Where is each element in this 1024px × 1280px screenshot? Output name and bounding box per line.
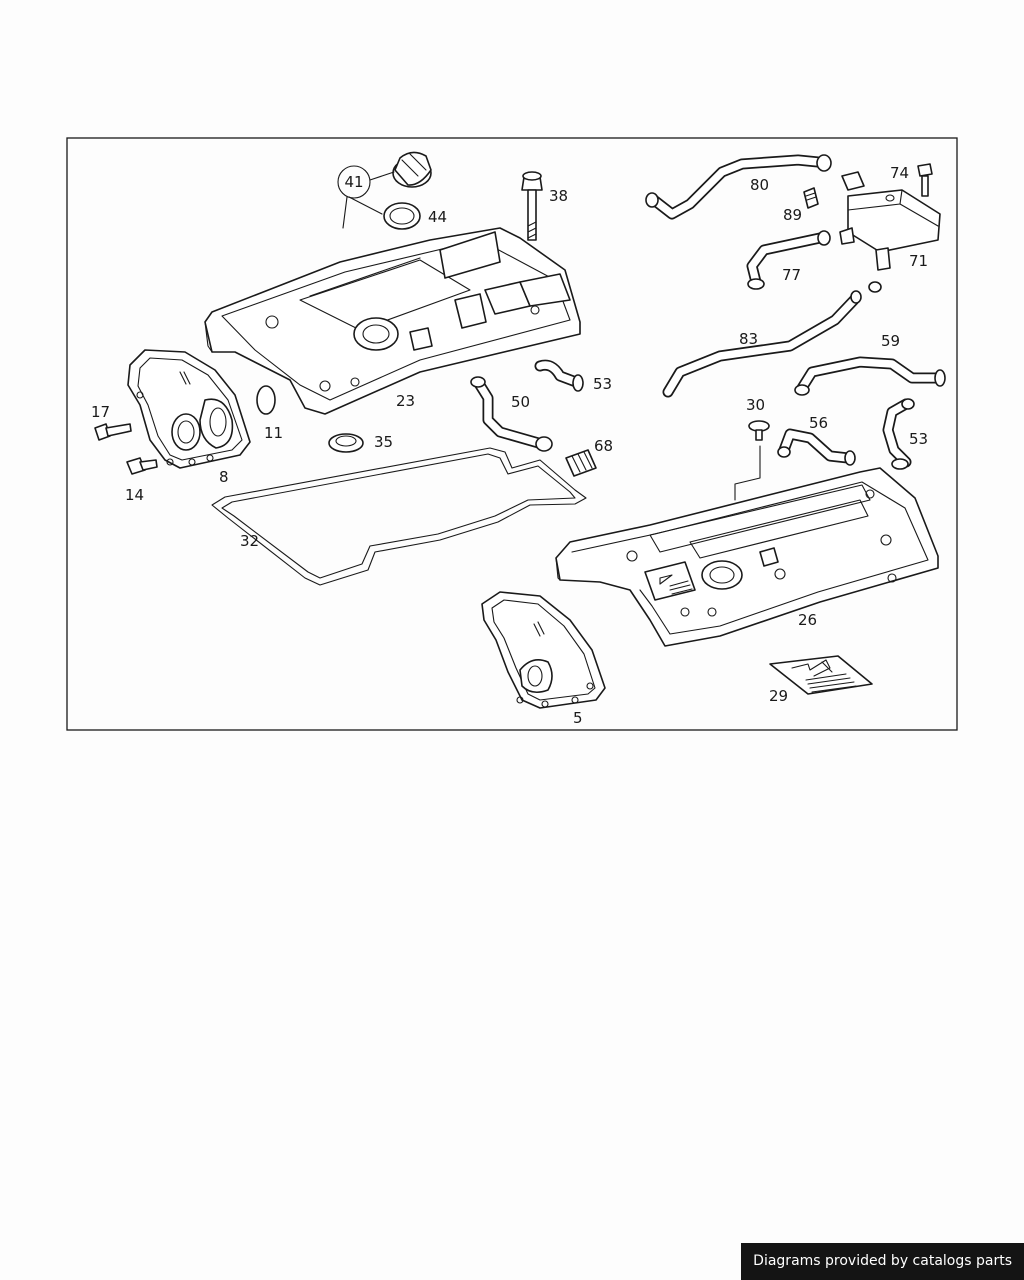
parts-diagram: 41 44 38 80 74 89 77 71 83 59 53 23 50 1…: [66, 137, 958, 731]
callout-32: 32: [240, 532, 259, 550]
callout-89: 89: [783, 206, 802, 224]
hose-77: [746, 227, 855, 290]
callout-41: 41: [344, 173, 363, 191]
callout-17: 17: [91, 403, 110, 421]
callout-53-right: 53: [909, 430, 928, 448]
timing-case-cover-8: [127, 349, 251, 469]
bolt-14: [126, 457, 158, 475]
callout-44: 44: [428, 208, 447, 226]
callout-56: 56: [809, 414, 828, 432]
callout-83: 83: [739, 330, 758, 348]
callout-14: 14: [125, 486, 144, 504]
callout-29: 29: [769, 687, 788, 705]
leader-30: [734, 445, 761, 501]
callout-circle-41: [337, 165, 371, 199]
credit-banner: Diagrams provided by catalogs parts: [741, 1243, 1024, 1280]
cylinder-head-cover-23: [204, 227, 581, 415]
hose-59: [794, 356, 946, 396]
callout-71: 71: [909, 252, 928, 270]
seal-ring-44: [383, 202, 421, 230]
o-ring-11: [256, 385, 276, 415]
callout-77: 77: [782, 266, 801, 284]
callout-11: 11: [264, 424, 283, 442]
callout-35: 35: [374, 433, 393, 451]
callout-80: 80: [750, 176, 769, 194]
screw-74: [917, 163, 933, 197]
callout-23: 23: [396, 392, 415, 410]
timing-case-cover-5: [481, 591, 606, 709]
callout-8: 8: [219, 468, 229, 486]
breather-hose-80: [645, 154, 832, 220]
callout-5: 5: [573, 709, 583, 727]
callout-68: 68: [594, 437, 613, 455]
label-plate-29: [769, 655, 873, 695]
cylinder-head-cover-26: [555, 467, 939, 647]
oil-separator-71: [841, 171, 941, 293]
seal-35: [328, 433, 364, 453]
callout-26: 26: [798, 611, 817, 629]
elbow-hose-56: [777, 428, 856, 466]
oil-filler-cap: [392, 151, 432, 188]
elbow-hose-53-left: [534, 359, 584, 392]
bolt-38: [521, 171, 543, 241]
elbow-hose-53-right: [882, 398, 915, 470]
callout-74: 74: [890, 164, 909, 182]
callout-50: 50: [511, 393, 530, 411]
fitting-89: [803, 187, 819, 209]
callout-53-left: 53: [593, 375, 612, 393]
callout-38: 38: [549, 187, 568, 205]
hose-83: [662, 290, 862, 398]
callout-59: 59: [881, 332, 900, 350]
bolt-17: [94, 423, 132, 441]
leader-41: [342, 171, 395, 229]
hose-50: [470, 376, 553, 452]
valve-68: [565, 449, 597, 477]
diagram-frame: [66, 137, 958, 731]
push-pin-30: [748, 420, 770, 441]
callout-30: 30: [746, 396, 765, 414]
gasket-32: [211, 447, 587, 586]
